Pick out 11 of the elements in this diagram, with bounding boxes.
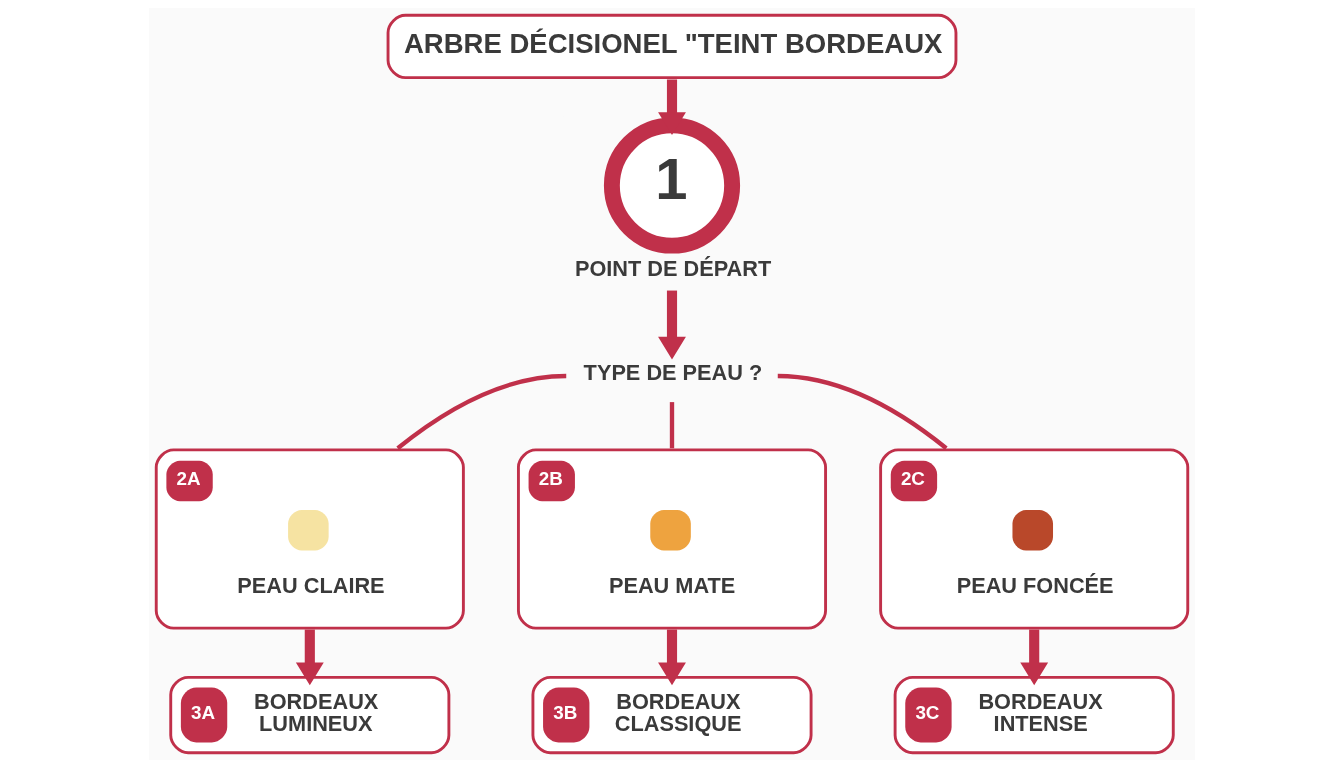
- arrow: [658, 79, 686, 136]
- arrow: [295, 629, 324, 686]
- connector: [669, 402, 675, 449]
- node-circle: 1: [603, 117, 741, 254]
- connector: [777, 373, 948, 450]
- connector: [396, 373, 567, 450]
- arrow: [1020, 629, 1049, 686]
- arrow: [658, 290, 686, 360]
- node-text: TYPE DE PEAU ?: [583, 359, 763, 385]
- node-label: POINT DE DÉPART: [574, 256, 772, 282]
- arrow: [658, 629, 686, 686]
